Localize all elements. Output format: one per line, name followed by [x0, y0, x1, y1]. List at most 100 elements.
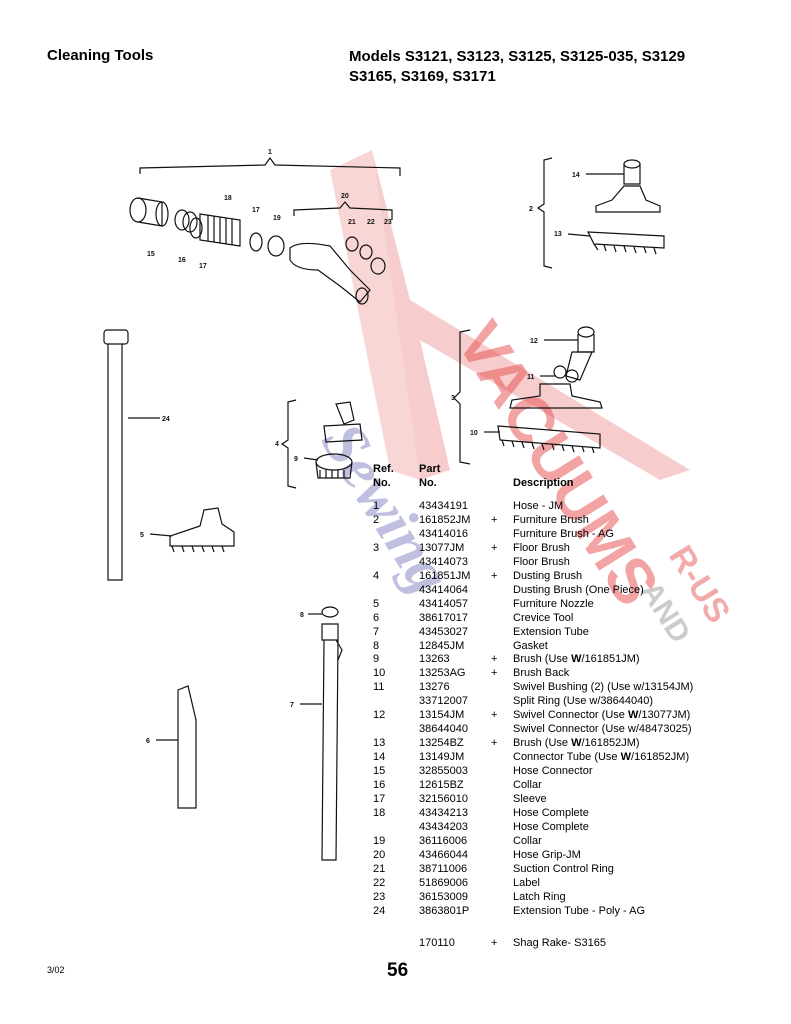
hose-connector-drawing	[129, 197, 169, 227]
callout-24: 24	[162, 416, 170, 423]
cell-description: Swivel Connector (Use w/48473025)	[513, 723, 692, 736]
table-header: Ref. No. Part No. Description	[373, 462, 693, 490]
callout-11: 11	[527, 374, 535, 381]
cell-description: Split Ring (Use w/38644040)	[513, 695, 654, 708]
cell-part: 13254BZ	[419, 737, 464, 750]
callout-17b: 17	[199, 263, 207, 270]
callout-22: 22	[367, 219, 375, 226]
models-line-1: Models S3121, S3123, S3125, S3125-035, S…	[349, 48, 686, 65]
callout-16: 16	[178, 257, 186, 264]
bracket-20	[293, 201, 393, 220]
cell-description: Floor Brush	[513, 555, 570, 568]
cell-part: 13077JM	[419, 541, 465, 554]
cell-description: Furniture Nozzle	[513, 597, 594, 610]
header-ref-line1: Ref.	[373, 463, 394, 475]
section-title: Cleaning Tools	[47, 47, 154, 64]
cell-ref	[373, 584, 419, 598]
models-line-2: S3165, S3169, S3171	[349, 68, 496, 85]
cell-part: 43414057	[419, 597, 468, 610]
callout-2: 2	[529, 206, 533, 213]
cell-part: 13253AG	[419, 667, 466, 680]
cell-plus	[491, 849, 513, 863]
cell-ref: 2	[373, 513, 380, 526]
cell-plus	[491, 905, 513, 919]
callout-7: 7	[290, 702, 294, 709]
cell-description-post: /13077JM)	[638, 709, 691, 722]
connector-tube-drawing	[623, 159, 641, 185]
extension-tube-7-drawing	[321, 623, 343, 861]
cell-plus	[491, 681, 513, 695]
header-part: Part No.	[419, 462, 491, 490]
bracket-2	[536, 157, 553, 269]
leader-5	[149, 533, 173, 537]
furniture-nozzle-drawing	[169, 507, 235, 553]
cell-plus: +	[491, 667, 498, 680]
leader-13	[567, 233, 591, 237]
cell-plus: +	[491, 936, 498, 949]
dusting-brush-drawing	[315, 401, 363, 479]
cell-description: Sleeve	[513, 793, 547, 806]
cell-description: Label	[513, 876, 540, 889]
header-ref: Ref. No.	[373, 462, 419, 490]
cell-plus	[491, 779, 513, 793]
cell-ref: 7	[373, 625, 380, 638]
cell-part: 32855003	[419, 765, 468, 778]
cell-plus	[491, 821, 513, 835]
cell-plus	[491, 751, 513, 765]
crevice-tool-drawing	[177, 685, 197, 809]
cell-description: Dusting Brush	[513, 569, 583, 582]
cell-part: 36116006	[419, 834, 468, 847]
cell-plus	[491, 528, 513, 542]
cell-ref	[373, 723, 419, 737]
swivel-connector-drawing	[553, 326, 595, 383]
callout-9: 9	[294, 456, 298, 463]
cell-description-bold: W	[620, 751, 632, 764]
cell-plus: +	[491, 569, 498, 582]
cell-part: 170110	[419, 936, 455, 949]
table-row-extra: 170110 + Shag Rake- S3165	[373, 937, 693, 951]
cell-ref: 14	[373, 751, 386, 764]
cell-description: Crevice Tool	[513, 611, 574, 624]
cell-description: Floor Brush	[513, 541, 570, 554]
cell-description: Dusting Brush (One Piece)	[513, 583, 644, 596]
cell-description: Furniture Brush	[513, 513, 589, 526]
callout-13: 13	[554, 231, 562, 238]
cell-ref: 3	[373, 541, 380, 554]
leader-9	[303, 457, 319, 461]
cell-description: Gasket	[513, 639, 548, 652]
cell-part: 43434203	[419, 820, 468, 833]
cell-description: Furniture Brush - AG	[513, 527, 614, 540]
cell-description: Swivel Connector (Use W/13077JM)	[513, 709, 690, 723]
cell-plus: +	[491, 709, 498, 722]
cell-plus	[491, 626, 513, 640]
cell-part: 43414016	[419, 527, 468, 540]
cell-part: 12845JM	[419, 639, 465, 652]
cell-ref: 12	[373, 709, 386, 722]
rings-drawing	[345, 236, 386, 275]
cell-plus	[491, 500, 513, 514]
callout-3: 3	[451, 395, 455, 402]
cell-ref: 18	[373, 806, 386, 819]
cell-plus	[491, 793, 513, 807]
furniture-brush-drawing	[587, 185, 665, 255]
cell-description: Swivel Bushing (2) (Use w/13154JM)	[513, 681, 694, 694]
cell-description: Hose Complete	[513, 820, 589, 833]
